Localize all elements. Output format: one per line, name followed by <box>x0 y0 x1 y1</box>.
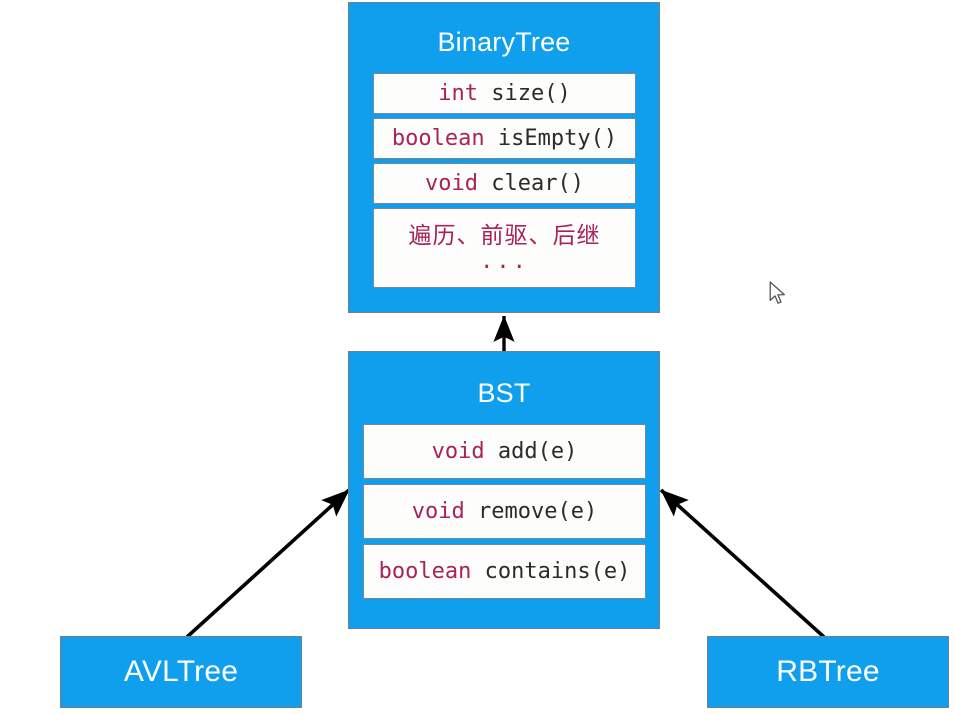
method-keyword: void <box>431 439 498 464</box>
method-name: isEmpty() <box>497 126 618 151</box>
method-name: add(e) <box>497 439 578 464</box>
method-list-binarytree: int size() boolean isEmpty() void clear(… <box>373 73 636 288</box>
connector-avltree-to-bst <box>185 488 351 639</box>
class-title-binarytree: BinaryTree <box>437 27 571 57</box>
class-title-bst: BST <box>477 378 531 408</box>
class-title-avltree: AVLTree <box>123 655 239 688</box>
method-row-clear[interactable]: void clear() <box>373 163 636 204</box>
method-keyword: boolean <box>378 559 485 584</box>
method-row-size[interactable]: int size() <box>373 73 636 114</box>
class-box-rbtree[interactable]: RBTree <box>707 636 949 708</box>
method-name: remove(e) <box>478 499 598 524</box>
traversal-note-ellipsis: ... <box>480 249 529 275</box>
mouse-cursor-icon <box>769 281 785 304</box>
method-name: clear() <box>491 171 584 196</box>
method-row-contains[interactable]: boolean contains(e) <box>363 544 646 599</box>
traversal-note-text: 遍历、前驱、后继 <box>408 222 601 249</box>
method-list-bst: void add(e) void remove(e) boolean conta… <box>363 424 646 599</box>
connector-rbtree-to-bst <box>659 488 826 639</box>
method-keyword: void <box>411 499 478 524</box>
method-row-traversal-note[interactable]: 遍历、前驱、后继 ... <box>373 208 636 288</box>
class-box-binarytree[interactable]: BinaryTree int size() boolean isEmpty() … <box>348 2 660 313</box>
method-keyword: int <box>438 81 492 106</box>
class-title-rbtree: RBTree <box>776 655 880 688</box>
method-name: contains(e) <box>484 559 631 584</box>
method-row-add[interactable]: void add(e) <box>363 424 646 479</box>
method-keyword: boolean <box>391 126 498 151</box>
method-keyword: void <box>425 171 492 196</box>
class-box-avltree[interactable]: AVLTree <box>60 636 302 708</box>
method-row-isempty[interactable]: boolean isEmpty() <box>373 118 636 159</box>
method-name: size() <box>491 81 571 106</box>
class-box-bst[interactable]: BST void add(e) void remove(e) boolean c… <box>348 351 660 629</box>
method-row-remove[interactable]: void remove(e) <box>363 484 646 539</box>
